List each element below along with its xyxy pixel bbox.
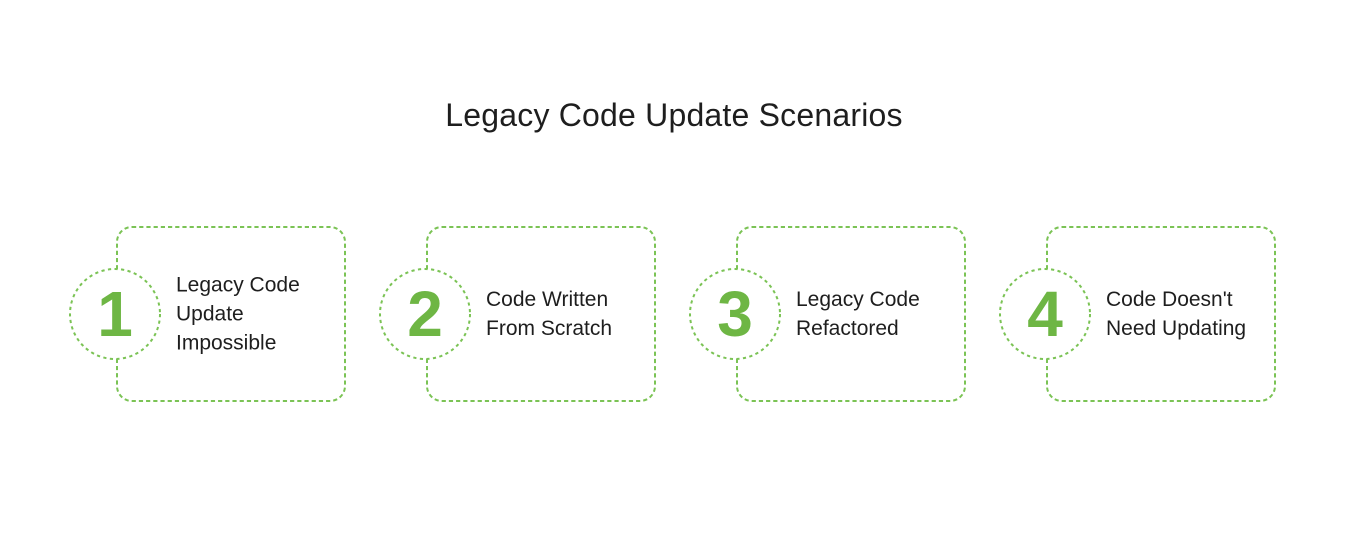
card-label: Legacy Code Refactored (796, 288, 920, 340)
scenario-card-row: 1 Legacy Code Update Impossible 2 Code W… (0, 223, 1348, 405)
card-label: Code Written From Scratch (486, 288, 613, 340)
step-number: 2 (407, 278, 443, 350)
step-number: 3 (717, 278, 753, 350)
number-badge-circle (379, 268, 471, 360)
scenario-card-3: 3 Legacy Code Refactored (689, 223, 969, 405)
step-number: 1 (97, 278, 133, 350)
card-label: Legacy Code Update Impossible (176, 273, 300, 355)
page-title: Legacy Code Update Scenarios (445, 97, 903, 133)
card-dashed-outline (999, 226, 1276, 402)
card-dashed-outline (689, 226, 966, 402)
scenario-card-2: 2 Code Written From Scratch (379, 223, 659, 405)
number-badge-circle (689, 268, 781, 360)
card-dashed-outline (69, 226, 346, 402)
card-dashed-outline (379, 226, 656, 402)
number-badge-circle (999, 268, 1091, 360)
scenario-card-1: 1 Legacy Code Update Impossible (69, 223, 349, 405)
card-label: Code Doesn't Need Updating (1106, 288, 1247, 340)
scenario-card-4: 4 Code Doesn't Need Updating (999, 223, 1279, 405)
number-badge-circle (69, 268, 161, 360)
step-number: 4 (1027, 278, 1063, 350)
